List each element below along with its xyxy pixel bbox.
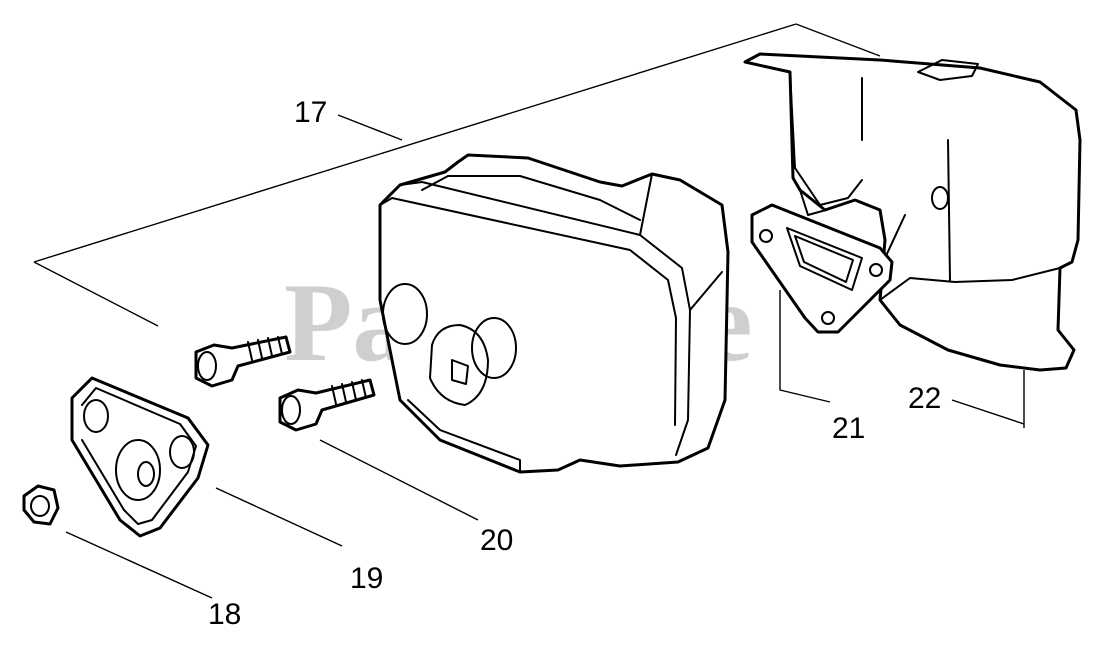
bolt-lower[interactable] <box>278 378 376 432</box>
callout-20: 20 <box>480 524 513 557</box>
callout-17: 17 <box>294 96 327 129</box>
leader-17-bracket <box>33 23 881 327</box>
part-18-nut[interactable] <box>22 484 60 526</box>
part-20-muffler-body[interactable] <box>378 153 730 474</box>
part-22-muffler-cover[interactable] <box>743 52 1082 372</box>
callout-21: 21 <box>832 412 865 445</box>
bolt-upper[interactable] <box>194 335 292 388</box>
callout-18: 18 <box>208 598 241 631</box>
callout-22: 22 <box>908 382 941 415</box>
part-21-gasket[interactable] <box>750 203 894 334</box>
leader-20 <box>319 439 479 521</box>
callout-19: 19 <box>350 562 383 595</box>
callout-labels: 17 18 19 20 21 22 <box>208 96 941 631</box>
leader-17 <box>337 114 403 141</box>
leader-18 <box>65 531 213 599</box>
leader-22 <box>951 370 1025 428</box>
leader-21 <box>779 290 831 403</box>
part-19-plate[interactable] <box>70 376 210 538</box>
leader-lines <box>33 23 1025 599</box>
leader-19 <box>215 487 343 547</box>
